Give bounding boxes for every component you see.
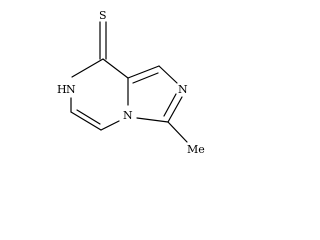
bond-c3-n4	[136, 117, 169, 123]
bond-n2-c3-a	[167, 96, 183, 123]
bond-c8a-c1-a	[127, 65, 160, 79]
bond-c3-methyl	[167, 121, 188, 143]
bond-c8-n7	[71, 58, 104, 78]
bond-c6-c5-b	[76, 109, 101, 125]
molecule-structure: S N H N N Me	[57, 9, 205, 156]
atom-n-imidazole-label: N	[178, 83, 188, 96]
atom-methyl-label: Me	[187, 143, 205, 156]
atom-nh-label: N	[66, 83, 76, 96]
bond-c5-n4	[100, 120, 120, 131]
bond-c8a-c8	[102, 58, 129, 79]
atom-h-label: H	[57, 83, 67, 96]
bond-c6-c5-a	[70, 111, 102, 131]
bond-c8a-c1-b	[132, 72, 159, 84]
atom-n-bridge-label: N	[123, 109, 133, 122]
atom-sulfur-label: S	[99, 9, 107, 22]
bond-n2-c3-b	[163, 93, 177, 117]
bond-c1-n2	[158, 65, 178, 84]
